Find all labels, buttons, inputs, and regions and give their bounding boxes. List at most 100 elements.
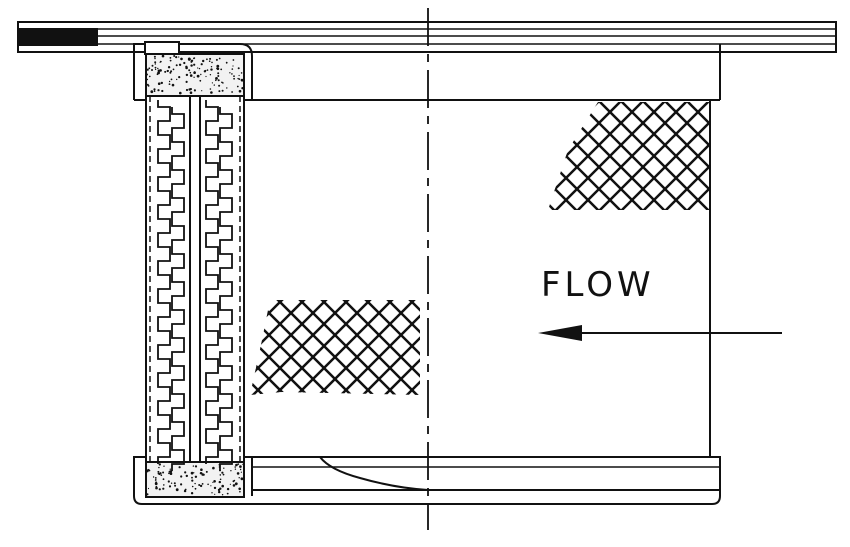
mesh-strand	[0, 90, 60, 220]
speckle-dot	[153, 90, 156, 92]
speckle-dot	[158, 488, 161, 491]
mesh-strand	[0, 280, 92, 400]
mesh-strand	[424, 280, 544, 400]
speckle-dot	[170, 482, 173, 484]
speckle-dot	[185, 73, 189, 77]
speckle-dot	[206, 58, 208, 61]
mesh-strand	[0, 280, 70, 400]
speckle-dot	[159, 472, 162, 475]
speckle-dot	[221, 494, 224, 496]
speckle-dot	[191, 476, 193, 479]
speckle-dot	[183, 489, 187, 493]
speckle-dot	[198, 484, 201, 486]
mesh-strand	[548, 102, 587, 210]
mesh-strand	[0, 280, 4, 400]
mesh-strand	[379, 300, 420, 395]
speckle-dot	[226, 87, 228, 89]
mesh-strand	[0, 280, 38, 400]
speckle-dot	[196, 74, 200, 78]
speckle-dot	[240, 471, 242, 473]
speckle-dot	[234, 468, 237, 470]
mesh-strand	[236, 90, 366, 220]
mesh-strand	[720, 280, 840, 400]
speckle-dot	[170, 78, 173, 81]
speckle-dot	[216, 67, 218, 69]
mesh-strand	[699, 102, 710, 210]
mesh-strand	[313, 300, 420, 395]
speckle-dot	[184, 471, 187, 474]
speckle-dot	[226, 492, 229, 495]
mesh-strand	[830, 90, 850, 220]
speckle-dot	[218, 466, 221, 468]
speckle-dot	[217, 75, 220, 77]
mesh-strand	[6, 280, 126, 400]
mesh-strand	[257, 300, 379, 395]
speckle-dot	[167, 70, 169, 72]
mesh-strand	[0, 90, 38, 220]
mesh-strand	[567, 102, 699, 210]
speckle-dot	[229, 483, 231, 485]
speckle-dot	[151, 69, 153, 71]
speckle-dot	[200, 73, 202, 76]
lower-end-cap	[133, 456, 721, 505]
speckle-dot	[218, 90, 221, 93]
speckle-dot	[169, 468, 171, 470]
speckle-dot	[162, 478, 165, 481]
speckle-dot	[193, 63, 196, 66]
speckle-dot	[231, 68, 234, 70]
mesh-strand	[370, 90, 500, 220]
mesh-strand	[323, 300, 420, 395]
speckle-dot	[221, 89, 224, 92]
speckle-dot	[153, 88, 156, 91]
mesh-strand	[710, 280, 830, 400]
speckle-dot	[232, 480, 235, 483]
speckle-dot	[192, 465, 195, 467]
speckle-dot	[187, 57, 191, 61]
speckle-dot	[214, 493, 216, 495]
mesh-strand	[324, 90, 454, 220]
mesh-strand	[250, 300, 335, 395]
mesh-strand	[401, 300, 420, 395]
speckle-dot	[226, 487, 230, 491]
mesh-strand	[0, 90, 36, 220]
speckle-dot	[239, 465, 242, 468]
speckle-dot	[180, 57, 183, 61]
mesh-strand	[666, 280, 786, 400]
speckle-dot	[210, 485, 212, 487]
mesh-strand	[18, 90, 148, 220]
mesh-strand	[742, 280, 850, 400]
top-flange	[17, 21, 837, 53]
speckle-dot	[221, 484, 224, 488]
speckle-dot	[221, 81, 223, 84]
speckle-dot	[148, 67, 151, 70]
mesh-strand	[414, 90, 544, 220]
mesh-strand	[345, 300, 420, 395]
mesh-strand	[260, 90, 390, 220]
speckle-dot	[162, 471, 165, 474]
speckle-dot	[179, 91, 182, 95]
filter-media-pleats	[145, 95, 245, 471]
potting-speckle	[145, 54, 244, 496]
mesh-strand	[548, 102, 609, 210]
mesh-strand	[250, 300, 369, 395]
mesh-strand	[688, 280, 808, 400]
speckle-dot	[240, 72, 243, 74]
mesh-strand	[722, 90, 850, 220]
speckle-dot	[236, 85, 239, 88]
speckle-dot	[221, 471, 224, 474]
mesh-strand	[842, 280, 850, 400]
mesh-strand	[238, 90, 368, 220]
speckle-dot	[241, 87, 244, 90]
speckle-dot	[205, 470, 208, 473]
mesh-strand	[732, 280, 850, 400]
speckle-dot	[193, 472, 195, 474]
mesh-strand	[830, 280, 850, 400]
speckle-dot	[238, 89, 242, 93]
speckle-dot	[230, 470, 232, 472]
mesh-strand	[16, 280, 136, 400]
speckle-dot	[171, 83, 175, 87]
speckle-dot	[180, 483, 183, 486]
speckle-dot	[238, 78, 241, 80]
speckle-dot	[175, 64, 178, 67]
